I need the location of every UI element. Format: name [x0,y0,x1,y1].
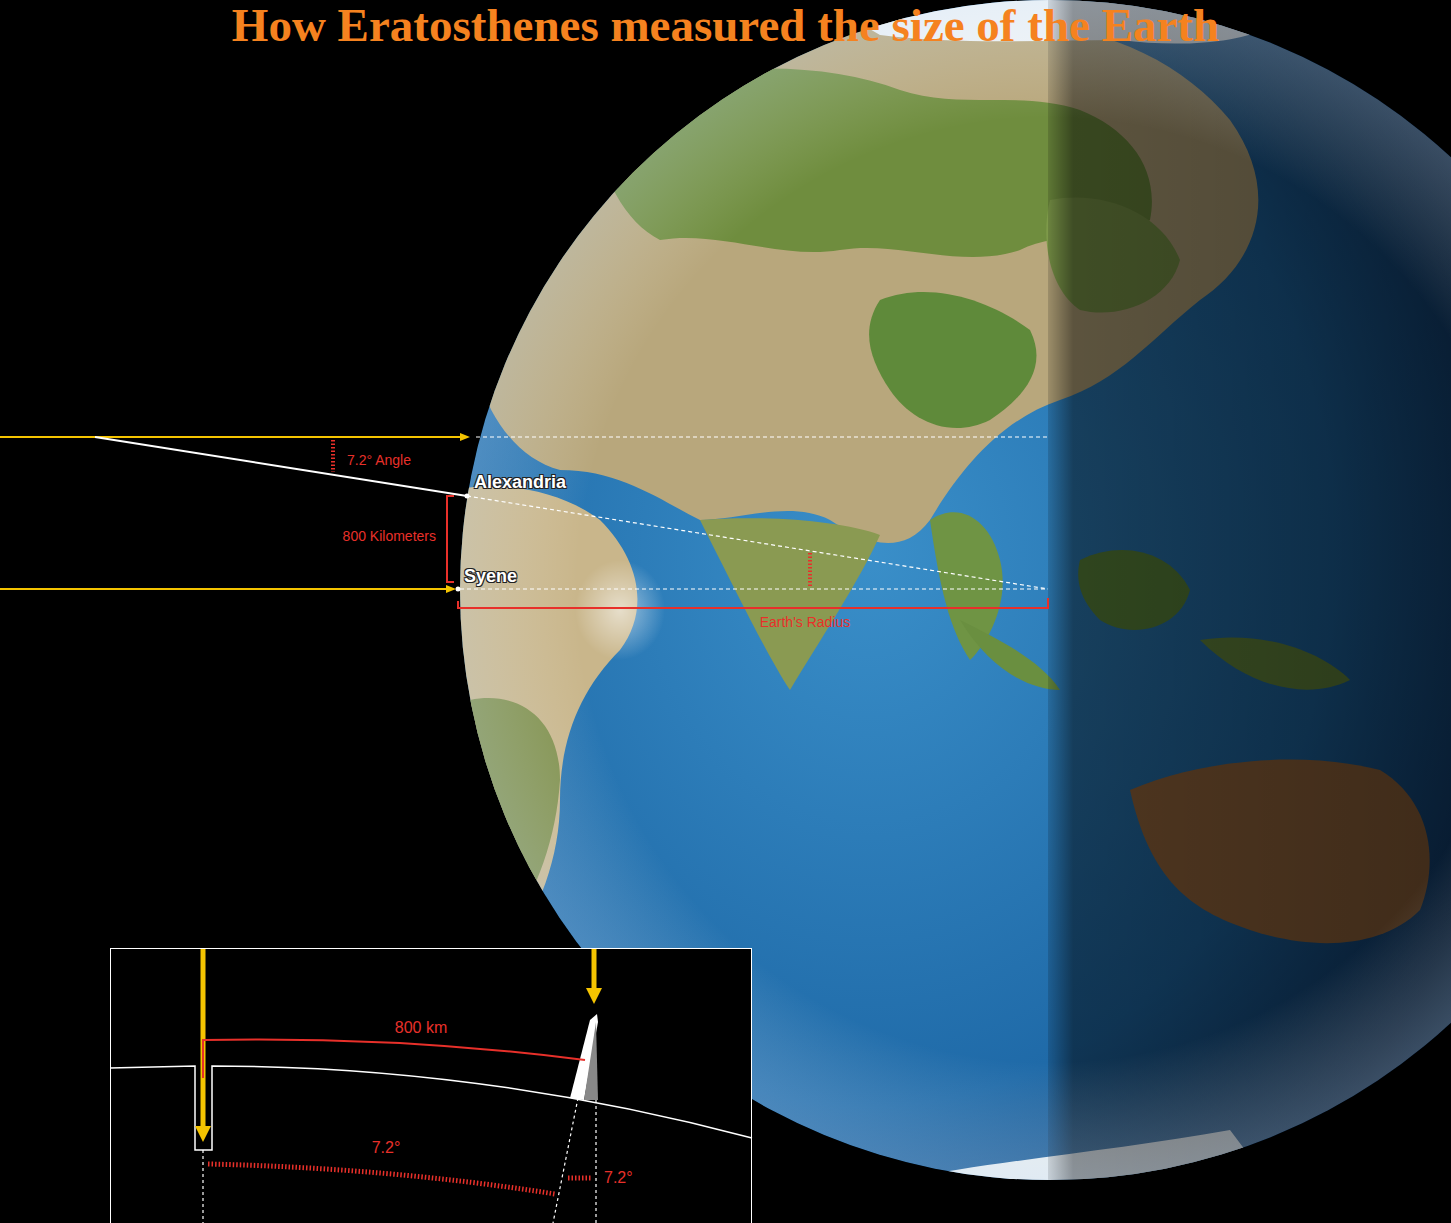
inset-label: 7.2° [372,1139,401,1157]
inset-panel: 800 km 7.2° 7.2° [110,948,752,1223]
distance-label: 800 Kilometers [343,528,436,544]
inset-label: 7.2° [604,1169,633,1187]
city-label: Alexandria [474,472,566,493]
radius-label: Earth's Radius [760,614,851,630]
construction-lines [0,433,1048,608]
diagram-title: How Eratosthenes measured the size of th… [0,0,1451,52]
inset-illustration [110,948,752,1223]
angle-label: 7.2° Angle [347,452,411,468]
city-label: Syene [464,566,517,587]
earth-globe [440,0,1451,1223]
inset-label: 800 km [395,1019,447,1037]
